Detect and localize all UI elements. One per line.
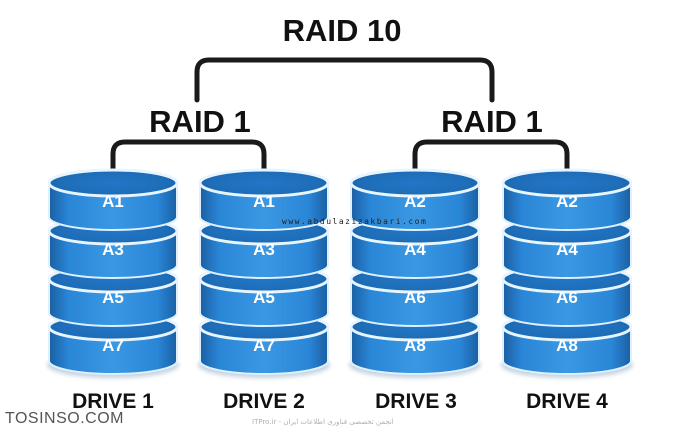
block-label: A2 (556, 192, 578, 211)
block-label: A4 (404, 240, 426, 259)
block-label: A1 (102, 192, 124, 211)
drive-4-stack: A8 A6 A4 A2 (501, 168, 633, 378)
drive-4-label: DRIVE 4 (526, 390, 608, 413)
watermark-footer: ITPro.ir - انجمن تخصصی فناوری اطلاعات ای… (252, 418, 394, 426)
block-label: A2 (404, 192, 426, 211)
block-label: A8 (556, 336, 578, 355)
raid1-bracket-right (412, 139, 570, 183)
disk-top (47, 168, 179, 198)
block-label: A5 (102, 288, 124, 307)
block-label: A7 (253, 336, 275, 355)
disk-platter: A1 (47, 168, 179, 231)
drive-2-stack: A7 A5 A3 A1 (198, 168, 330, 378)
block-label: A7 (102, 336, 124, 355)
raid1-bracket-left (110, 139, 267, 183)
disk-platter: A2 (349, 168, 481, 231)
raid1-label-left: RAID 1 (149, 104, 251, 139)
block-label: A6 (556, 288, 578, 307)
disk-top (349, 168, 481, 198)
raid10-bracket (194, 57, 495, 103)
block-label: A1 (253, 192, 275, 211)
drive-1-label: DRIVE 1 (72, 390, 154, 413)
drive-3-stack: A8 A6 A4 A2 (349, 168, 481, 378)
block-label: A4 (556, 240, 578, 259)
watermark-site: TOSINSO.COM (5, 410, 124, 427)
drive-1-stack: A7 A5 A3 A1 (47, 168, 179, 378)
raid1-label-right: RAID 1 (441, 104, 543, 139)
raid10-title: RAID 10 (282, 13, 402, 48)
drive-3-label: DRIVE 3 (375, 390, 457, 413)
disk-platter: A2 (501, 168, 633, 231)
watermark-url: www.abdulazizakbari.com (282, 217, 428, 226)
disk-platter: A1 (198, 168, 330, 231)
disk-top (501, 168, 633, 198)
connection-brackets (110, 57, 570, 183)
block-label: A3 (253, 240, 275, 259)
block-label: A8 (404, 336, 426, 355)
block-label: A5 (253, 288, 275, 307)
disk-top (198, 168, 330, 198)
disk-platter: A7 (47, 312, 179, 375)
block-label: A3 (102, 240, 124, 259)
drive-2-label: DRIVE 2 (223, 390, 305, 413)
block-label: A6 (404, 288, 426, 307)
